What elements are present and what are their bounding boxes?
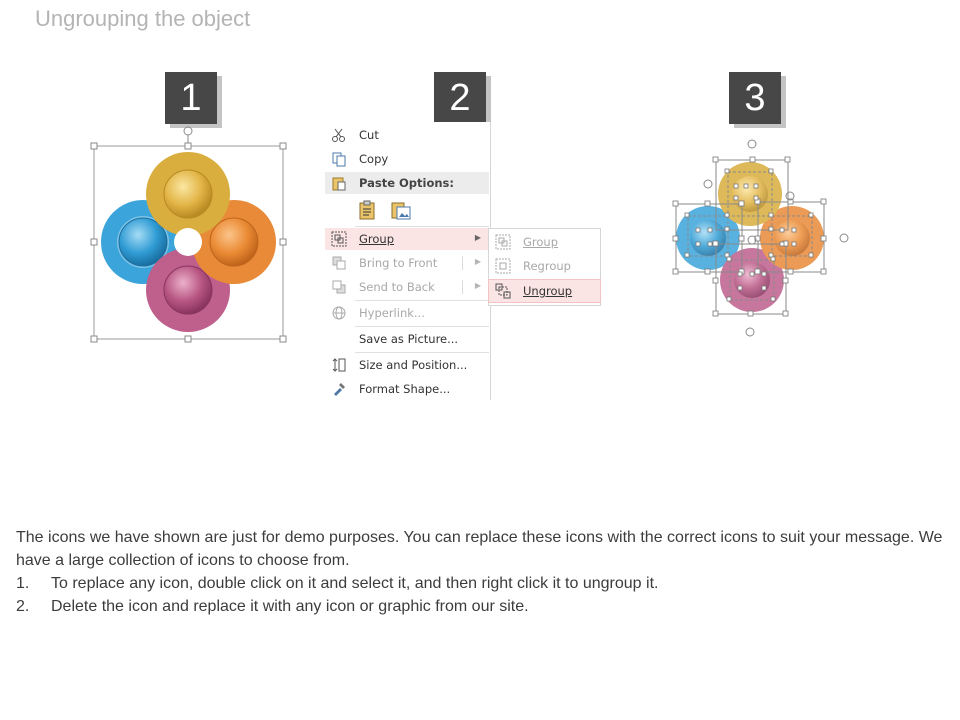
slide-title: Ungrouping the object: [35, 6, 251, 31]
group-icon: [495, 234, 511, 250]
menu-item-group[interactable]: Group ▶: [325, 228, 489, 250]
resize-handle-squares: [672, 156, 827, 317]
step-badge-3: 3: [729, 72, 781, 124]
menu-item-bring-to-front[interactable]: Bring to Front ▶: [325, 252, 489, 274]
submenu-arrow-icon: ▶: [474, 257, 481, 266]
menu-item-copy[interactable]: Copy: [325, 148, 489, 170]
submenu-arrow-icon: ▶: [474, 281, 481, 290]
submenu-item-ungroup[interactable]: Ungroup: [488, 279, 601, 303]
bring-front-icon: [331, 255, 347, 271]
intro-paragraph: The icons we have shown are just for dem…: [16, 529, 943, 569]
ungrouped-object-panel[interactable]: [668, 132, 858, 344]
menu-separator: [355, 352, 489, 353]
instruction-step-1: 1.To replace any icon, double click on i…: [16, 575, 659, 592]
menu-separator: [355, 300, 489, 301]
paste-icon: [331, 175, 347, 191]
instructions-text: The icons we have shown are just for dem…: [16, 526, 946, 618]
copy-icon: [331, 151, 347, 167]
menu-separator: [355, 326, 489, 327]
grouped-object-panel[interactable]: [88, 122, 293, 347]
paste-options-header: Paste Options:: [325, 172, 489, 194]
context-menu: Cut Copy Paste Options: Group ▶ Bring to…: [325, 122, 491, 400]
submenu-item-group[interactable]: Group: [489, 231, 600, 253]
menu-item-size-and-position[interactable]: Size and Position...: [325, 354, 489, 376]
menu-item-format-shape[interactable]: Format Shape...: [325, 378, 489, 400]
instruction-step-2: 2.Delete the icon and replace it with an…: [16, 598, 529, 615]
menu-separator: [355, 226, 489, 227]
submenu-item-regroup[interactable]: Regroup: [489, 255, 600, 277]
send-back-icon: [331, 279, 347, 295]
selection-box: [90, 126, 287, 343]
size-position-icon: [331, 357, 347, 373]
yellow-ring: [146, 152, 230, 236]
paste-keep-formatting-button[interactable]: [358, 199, 378, 221]
submenu-arrow-icon: ▶: [474, 233, 481, 242]
step-badge-2: 2: [434, 72, 486, 124]
format-shape-icon: [331, 381, 347, 397]
regroup-icon: [495, 258, 511, 274]
scissors-icon: [331, 127, 347, 143]
menu-item-cut[interactable]: Cut: [325, 124, 489, 146]
group-submenu: Group Regroup Ungroup: [488, 228, 601, 306]
menu-item-hyperlink[interactable]: Hyperlink...: [325, 302, 489, 324]
paste-picture-button[interactable]: [390, 199, 412, 221]
rotate-handles: [703, 139, 849, 337]
menu-item-send-to-back[interactable]: Send to Back ▶: [325, 276, 489, 298]
step-badge-1: 1: [165, 72, 217, 124]
menu-item-save-as-picture[interactable]: Save as Picture...: [359, 332, 459, 346]
group-icon: [331, 231, 347, 247]
paste-picture-icon: [391, 202, 411, 220]
hyperlink-icon: [331, 305, 347, 321]
paste-clipboard-icon: [359, 200, 375, 220]
ungroup-icon: [495, 283, 511, 299]
